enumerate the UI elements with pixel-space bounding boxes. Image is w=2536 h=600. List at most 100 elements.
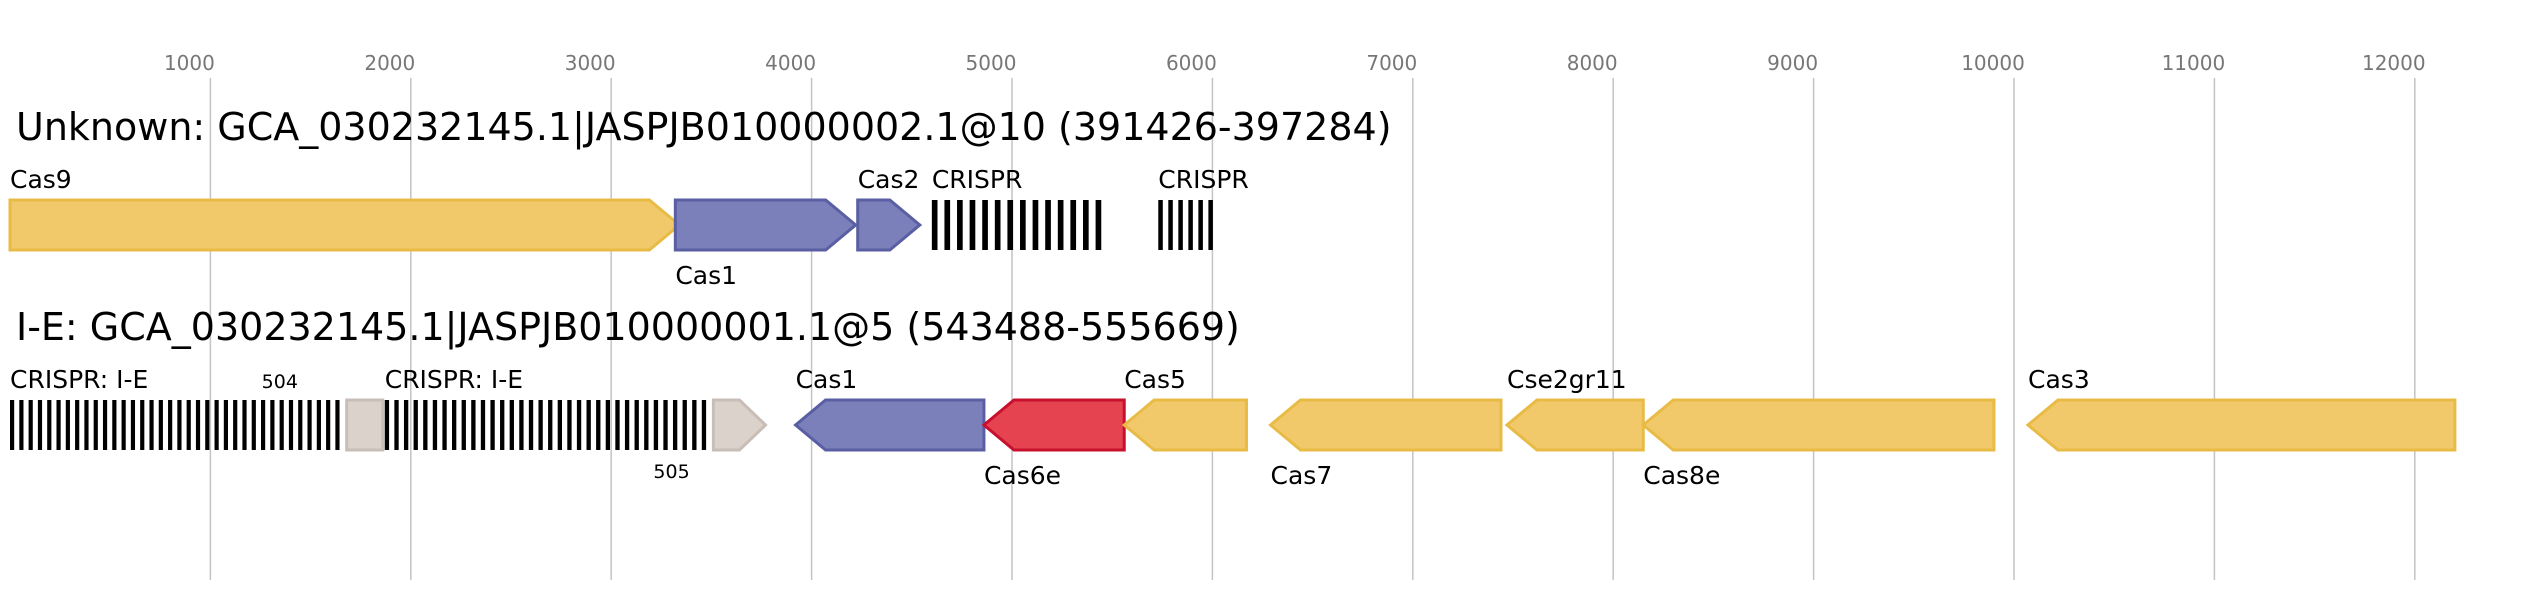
gene-label-cas2: Cas2 <box>858 165 920 194</box>
crispr-repeat <box>1168 200 1173 250</box>
gene-504[interactable] <box>345 398 385 452</box>
crispr-repeat <box>112 400 117 450</box>
crispr-repeat <box>509 400 514 450</box>
crispr-repeat <box>432 400 438 450</box>
gene-label-cas5: Cas5 <box>1124 365 1186 394</box>
axis-tick-label: 2000 <box>364 51 415 75</box>
crispr-repeat <box>140 400 145 450</box>
crispr-repeat <box>944 200 951 250</box>
crispr-repeat <box>576 400 582 450</box>
crispr-repeat <box>1070 200 1077 250</box>
axis-tick-label: 9000 <box>1767 51 1818 75</box>
crispr-repeat <box>205 400 210 450</box>
crispr-repeat <box>37 400 43 450</box>
gene-cas1[interactable] <box>673 198 859 252</box>
axis-tick-label: 7000 <box>1366 51 1417 75</box>
crispr-repeat <box>102 400 108 450</box>
crispr-repeat <box>279 400 284 450</box>
crispr-repeat <box>538 400 543 450</box>
gene-cas6e[interactable] <box>981 398 1126 452</box>
crispr-repeat <box>663 400 668 450</box>
crispr-repeat <box>586 400 591 450</box>
gene-cas1[interactable] <box>793 398 986 452</box>
crispr-repeat <box>168 400 173 450</box>
crispr-repeat <box>461 400 466 450</box>
axis-tick-label: 1000 <box>164 51 215 75</box>
crispr-repeat <box>1178 200 1183 250</box>
crispr-repeat <box>47 400 52 450</box>
crispr-repeat <box>644 400 649 450</box>
crispr-repeat <box>1208 200 1213 250</box>
axis-tick-label: 11000 <box>2162 51 2226 75</box>
crispr-repeat <box>298 400 303 450</box>
crispr-repeat <box>75 400 80 450</box>
crispr-repeat <box>423 400 428 450</box>
crispr-repeat <box>307 400 312 450</box>
crispr-repeat <box>223 400 228 450</box>
crispr-repeat <box>130 400 136 450</box>
crispr-repeat <box>251 400 256 450</box>
crispr-repeat <box>316 400 321 450</box>
crispr-repeat <box>615 400 620 450</box>
crispr-repeat <box>186 400 191 450</box>
gene-cas7[interactable] <box>1268 398 1503 452</box>
crispr-repeat <box>528 400 534 450</box>
gene-cas3[interactable] <box>2025 398 2457 452</box>
axis-tick-label: 5000 <box>966 51 1017 75</box>
gene-label-cas1: Cas1 <box>796 365 858 394</box>
crispr-repeat <box>596 400 601 450</box>
crispr-repeat <box>994 200 1001 250</box>
crispr-repeat <box>10 400 15 450</box>
crispr-repeat <box>413 400 418 450</box>
crispr-array <box>931 200 1102 250</box>
crispr-repeat <box>480 400 486 450</box>
gene-cas9[interactable] <box>8 198 682 252</box>
crispr-repeat <box>214 400 219 450</box>
crispr-repeat <box>519 400 524 450</box>
crispr-repeat <box>548 400 553 450</box>
crispr-repeat <box>261 400 266 450</box>
crispr-repeat <box>335 400 340 450</box>
crispr-repeat <box>19 400 24 450</box>
crispr-repeat <box>1095 200 1102 250</box>
crispr-repeat <box>1007 200 1014 250</box>
crispr-repeat <box>288 400 294 450</box>
crispr-repeat <box>56 400 61 450</box>
gene-label-cas7: Cas7 <box>1271 461 1333 490</box>
crispr-repeat <box>567 400 572 450</box>
crispr-repeat <box>969 200 976 250</box>
crispr-repeat <box>394 400 399 450</box>
crispr-repeat <box>233 400 238 450</box>
crispr-repeat <box>1032 200 1039 250</box>
crispr-repeat <box>1188 200 1193 250</box>
crispr-array <box>10 400 340 450</box>
crispr-repeat <box>471 400 476 450</box>
gene-cse2gr11[interactable] <box>1504 398 1645 452</box>
crispr-repeat <box>158 400 163 450</box>
crispr-repeat <box>177 400 182 450</box>
gene-cas2[interactable] <box>856 198 923 252</box>
gene-cas5[interactable] <box>1121 398 1248 452</box>
unknown-gene-label: 505 <box>653 461 689 483</box>
crispr-repeat <box>701 400 707 450</box>
crispr-repeat <box>326 400 331 450</box>
gene-cas8e[interactable] <box>1640 398 1996 452</box>
gene-label-cas1: Cas1 <box>675 261 737 290</box>
crispr-repeat <box>653 400 659 450</box>
crispr-repeat <box>931 200 938 250</box>
crispr-repeat <box>1020 200 1026 250</box>
crispr-repeat <box>682 400 687 450</box>
crispr-repeat <box>490 400 495 450</box>
gene-label-cse2gr11: Cse2gr11 <box>1507 365 1627 394</box>
locus-title-i-e: I-E: GCA_030232145.1|JASPJB010000001.1@5… <box>16 305 1240 350</box>
crispr-label: CRISPR: I-E <box>10 365 148 394</box>
crispr-repeat <box>384 400 390 450</box>
gene-505[interactable] <box>711 398 768 452</box>
crispr-repeat <box>93 400 98 450</box>
crispr-label: CRISPR <box>932 165 1023 194</box>
crispr-repeat <box>442 400 447 450</box>
crispr-repeat <box>121 400 126 450</box>
crispr-repeat <box>28 400 33 450</box>
